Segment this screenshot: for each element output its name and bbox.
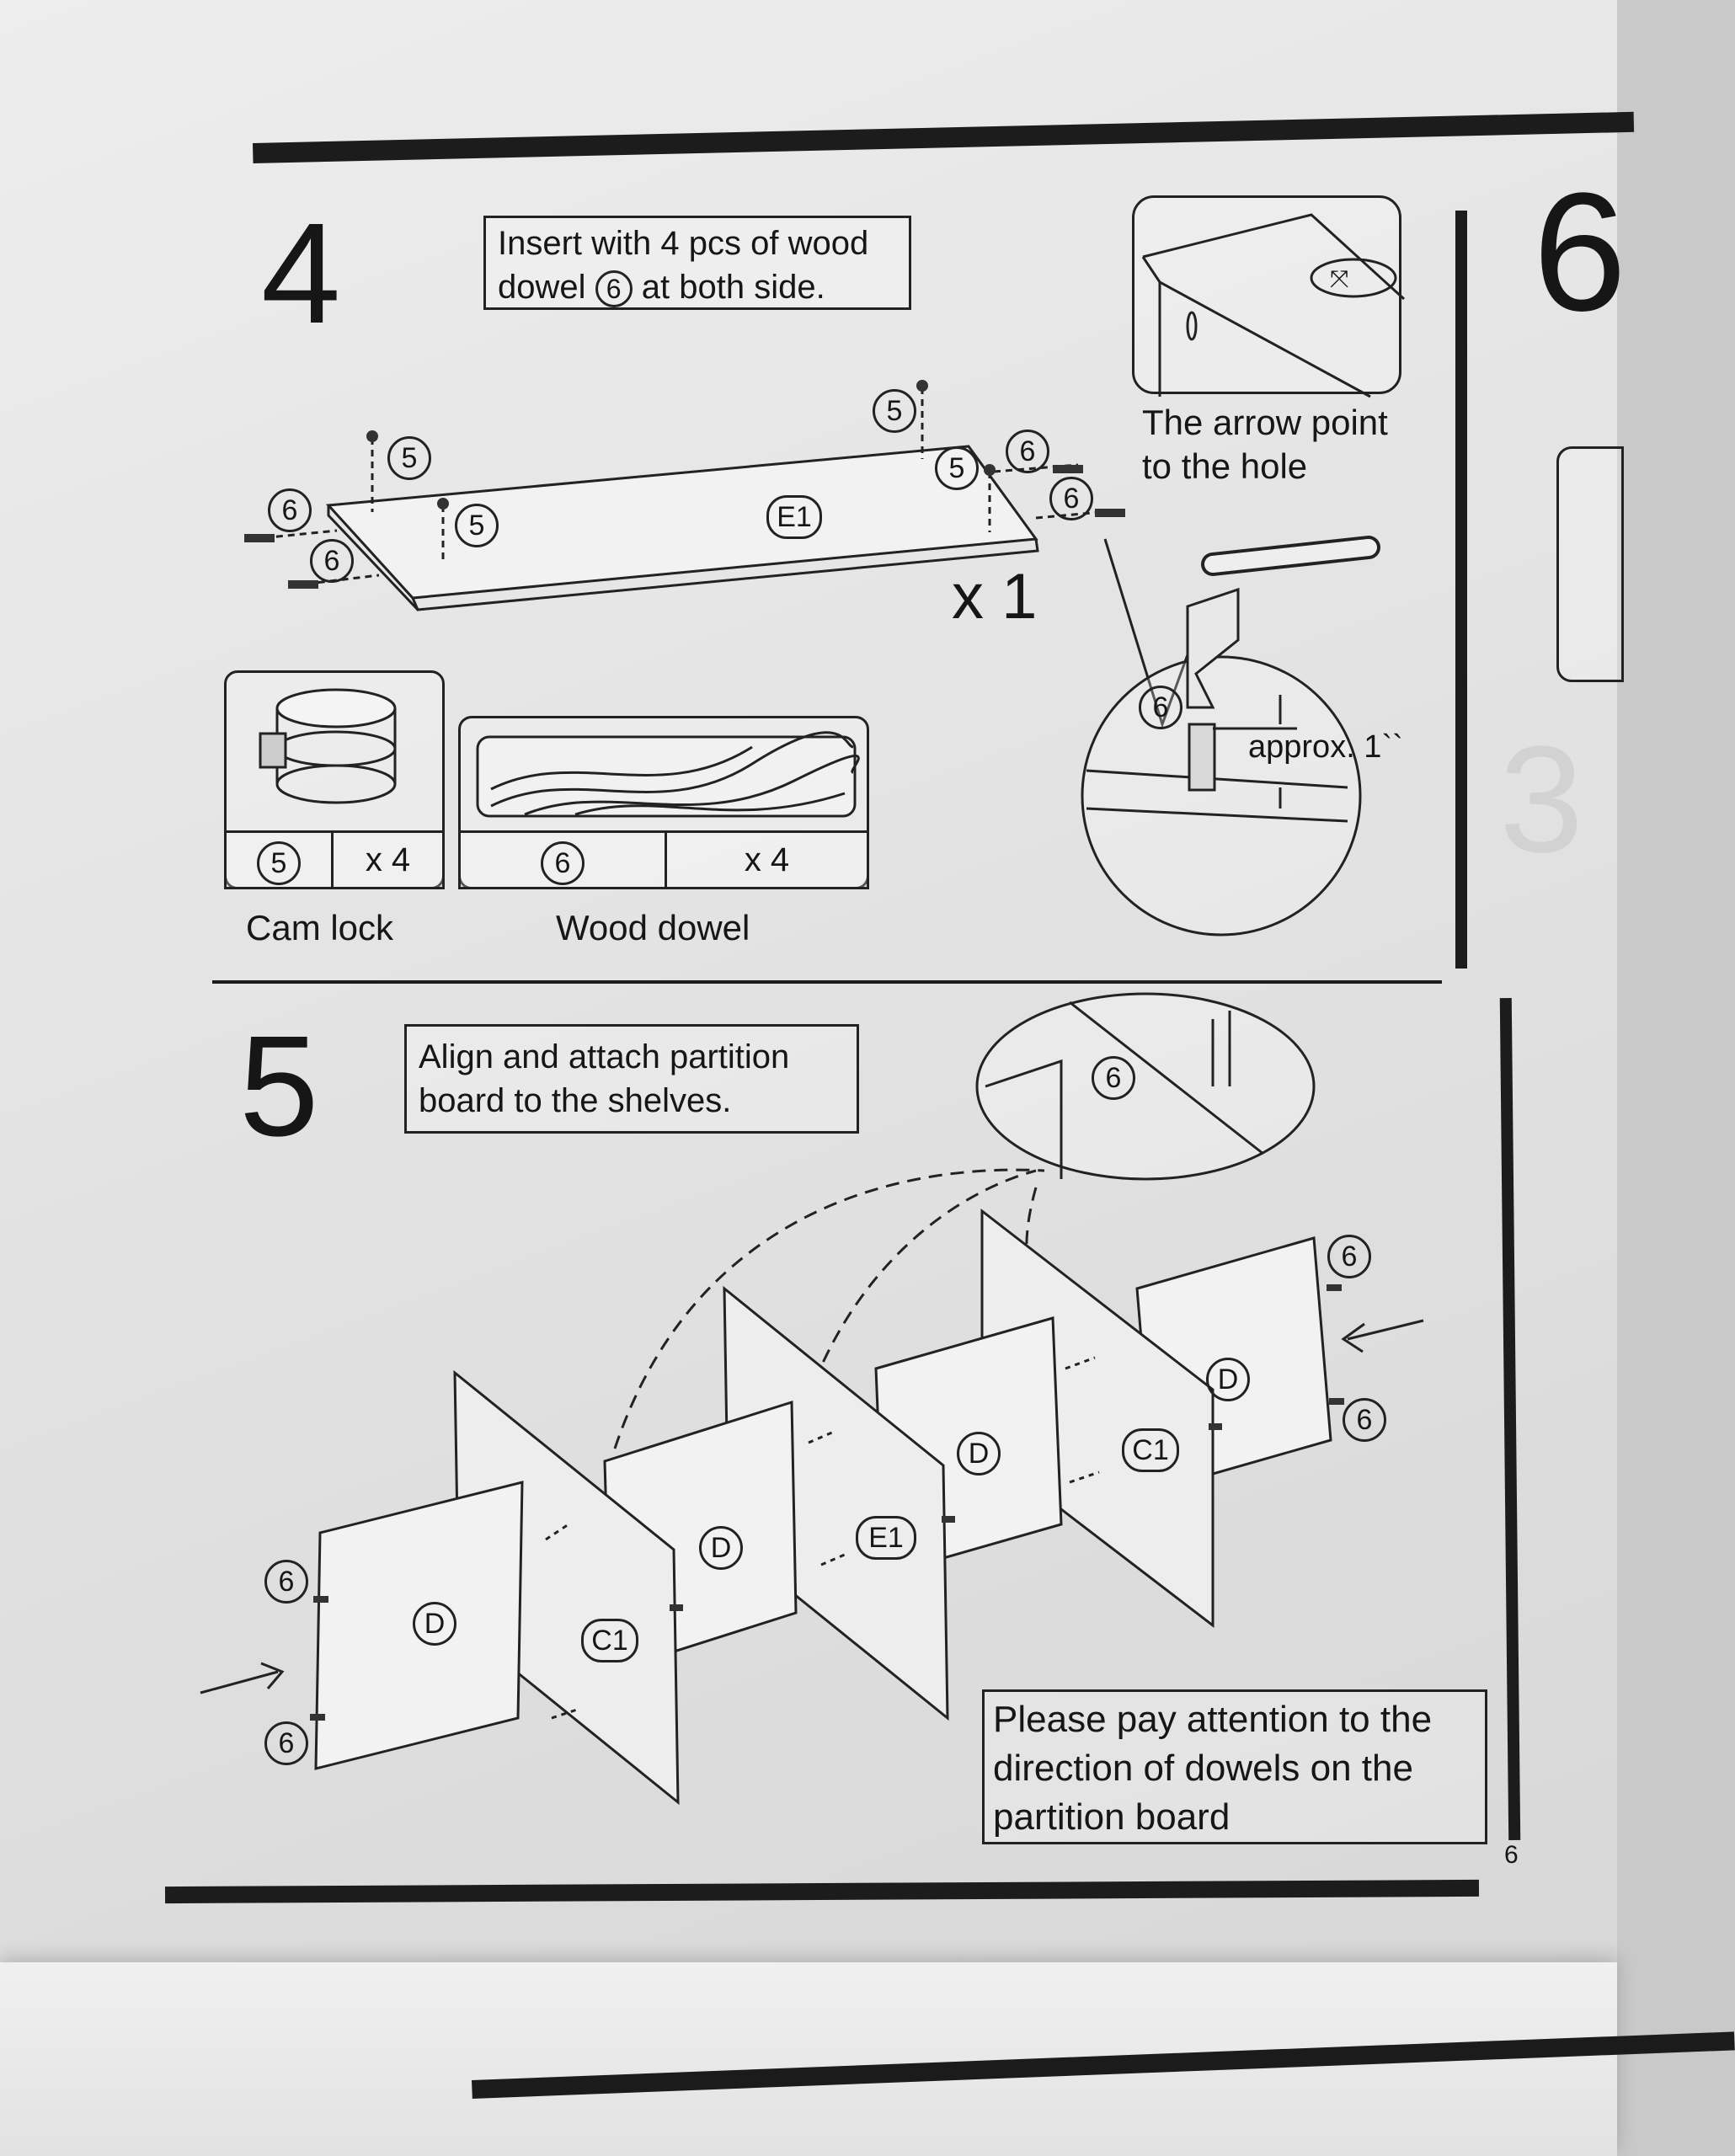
depth-note: approx. 1`` [1248, 729, 1403, 765]
panel-label-c1: C1 [581, 1619, 638, 1662]
panel-label-d: D [699, 1526, 743, 1570]
dowel-ref-badge: 6 [595, 270, 633, 308]
wood-dowel-qty: x 4 [744, 841, 790, 878]
cam-lock-qty-cell: x 4 [331, 830, 445, 889]
cam-lock-ref-cell: 5 [224, 830, 334, 889]
panel-edge-diagram [1141, 213, 1406, 398]
step5-instruction: Align and attach partition board to the … [404, 1024, 859, 1134]
cross-arrow-icon: ⤧ [1330, 265, 1349, 291]
section-divider [212, 980, 1442, 984]
panel-label-d: D [1206, 1358, 1250, 1401]
dowel-ref-badge: 6 [1327, 1235, 1371, 1278]
arrow-note-line1: The arrow point [1142, 403, 1388, 442]
wood-dowel-qty-cell: x 4 [665, 830, 869, 889]
dowel-ref-badge: 6 [541, 841, 585, 885]
step4-instruction: Insert with 4 pcs of wood dowel 6 at bot… [483, 216, 911, 310]
cam-lock-ref-badge: 5 [935, 446, 979, 490]
step4-board-diagram [244, 380, 1125, 611]
step4-instruction-tail: at both side. [641, 269, 825, 306]
dowel-direction-note: Please pay attention to the direction of… [982, 1689, 1487, 1844]
cam-lock-qty: x 4 [365, 841, 411, 878]
step4-instruction-dowel-word: dowel [498, 269, 586, 306]
cam-lock-ref-badge: 5 [387, 436, 431, 480]
dowel-ref-badge: 6 [1343, 1398, 1386, 1442]
page-number: 6 [1504, 1841, 1519, 1869]
cam-lock-ref-badge: 5 [873, 389, 916, 433]
cam-lock-ref-badge: 5 [455, 504, 499, 547]
step5-instruction-line1: Align and attach partition [419, 1038, 790, 1075]
wood-dowel-label: Wood dowel [556, 908, 750, 947]
next-step-number: 6 [1533, 158, 1627, 346]
dowel-ref-badge: 6 [268, 488, 312, 532]
wood-dowel-part-card [458, 716, 869, 889]
vertical-divider-upper [1455, 211, 1467, 969]
cam-lock-part-card [224, 670, 445, 889]
dowel-ref-badge: 6 [310, 539, 354, 583]
step5-number: 5 [239, 1006, 319, 1166]
dowel-ref-badge: 6 [1092, 1056, 1135, 1100]
cam-lock-label: Cam lock [246, 908, 394, 947]
wood-dowel-icon [476, 731, 860, 818]
dowel-note-line3: partition board [993, 1796, 1231, 1838]
step4-number: 4 [261, 194, 341, 354]
step4-instruction-line2: dowel 6 at both side. [498, 265, 897, 309]
cam-lock-ref-badge: 5 [257, 841, 301, 885]
dowel-ref-badge: 6 [264, 1560, 308, 1604]
wood-dowel-ref-cell: 6 [458, 830, 667, 889]
panel-label-e1: E1 [856, 1516, 916, 1560]
panel-label-c1: C1 [1122, 1428, 1179, 1472]
panel-label-d: D [957, 1432, 1001, 1476]
dowel-note-line1: Please pay attention to the [993, 1699, 1433, 1740]
cam-lock-icon [259, 688, 397, 804]
dowel-note-line2: direction of dowels on the [993, 1748, 1413, 1789]
panel-label-d: D [413, 1602, 456, 1646]
step5-instruction-line2: board to the shelves. [419, 1082, 732, 1119]
dowel-ref-badge: 6 [1049, 477, 1093, 520]
board-label-e1: E1 [766, 495, 822, 539]
manual-page [0, 0, 1617, 2038]
step4-instruction-line1: Insert with 4 pcs of wood [498, 225, 869, 262]
dowel-ref-badge: 6 [1006, 430, 1049, 473]
next-step-partial: 3 [1499, 715, 1584, 884]
dowel-ref-badge: 6 [1139, 686, 1182, 729]
next-step-box [1556, 446, 1624, 682]
arrow-point-detail: ⤧ [1132, 195, 1406, 398]
arrow-note-line2: to the hole [1142, 446, 1308, 486]
step4-multiplier: x 1 [952, 561, 1038, 632]
dowel-ref-badge: 6 [264, 1721, 308, 1765]
